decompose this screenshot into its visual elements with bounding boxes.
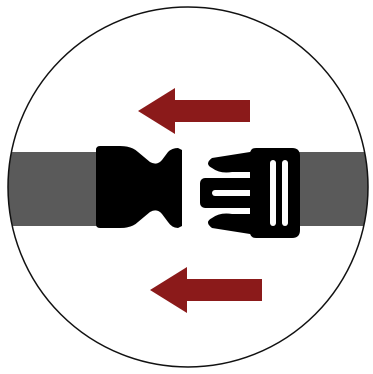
male-buckle-frame-slot-2 (282, 160, 288, 226)
male-buckle-frame-slot-1 (270, 160, 276, 226)
lower-arrow-shaft (186, 279, 262, 301)
female-buckle-icon (96, 146, 182, 228)
male-buckle-icon (200, 148, 300, 238)
upper-arrow-shaft (174, 100, 250, 122)
